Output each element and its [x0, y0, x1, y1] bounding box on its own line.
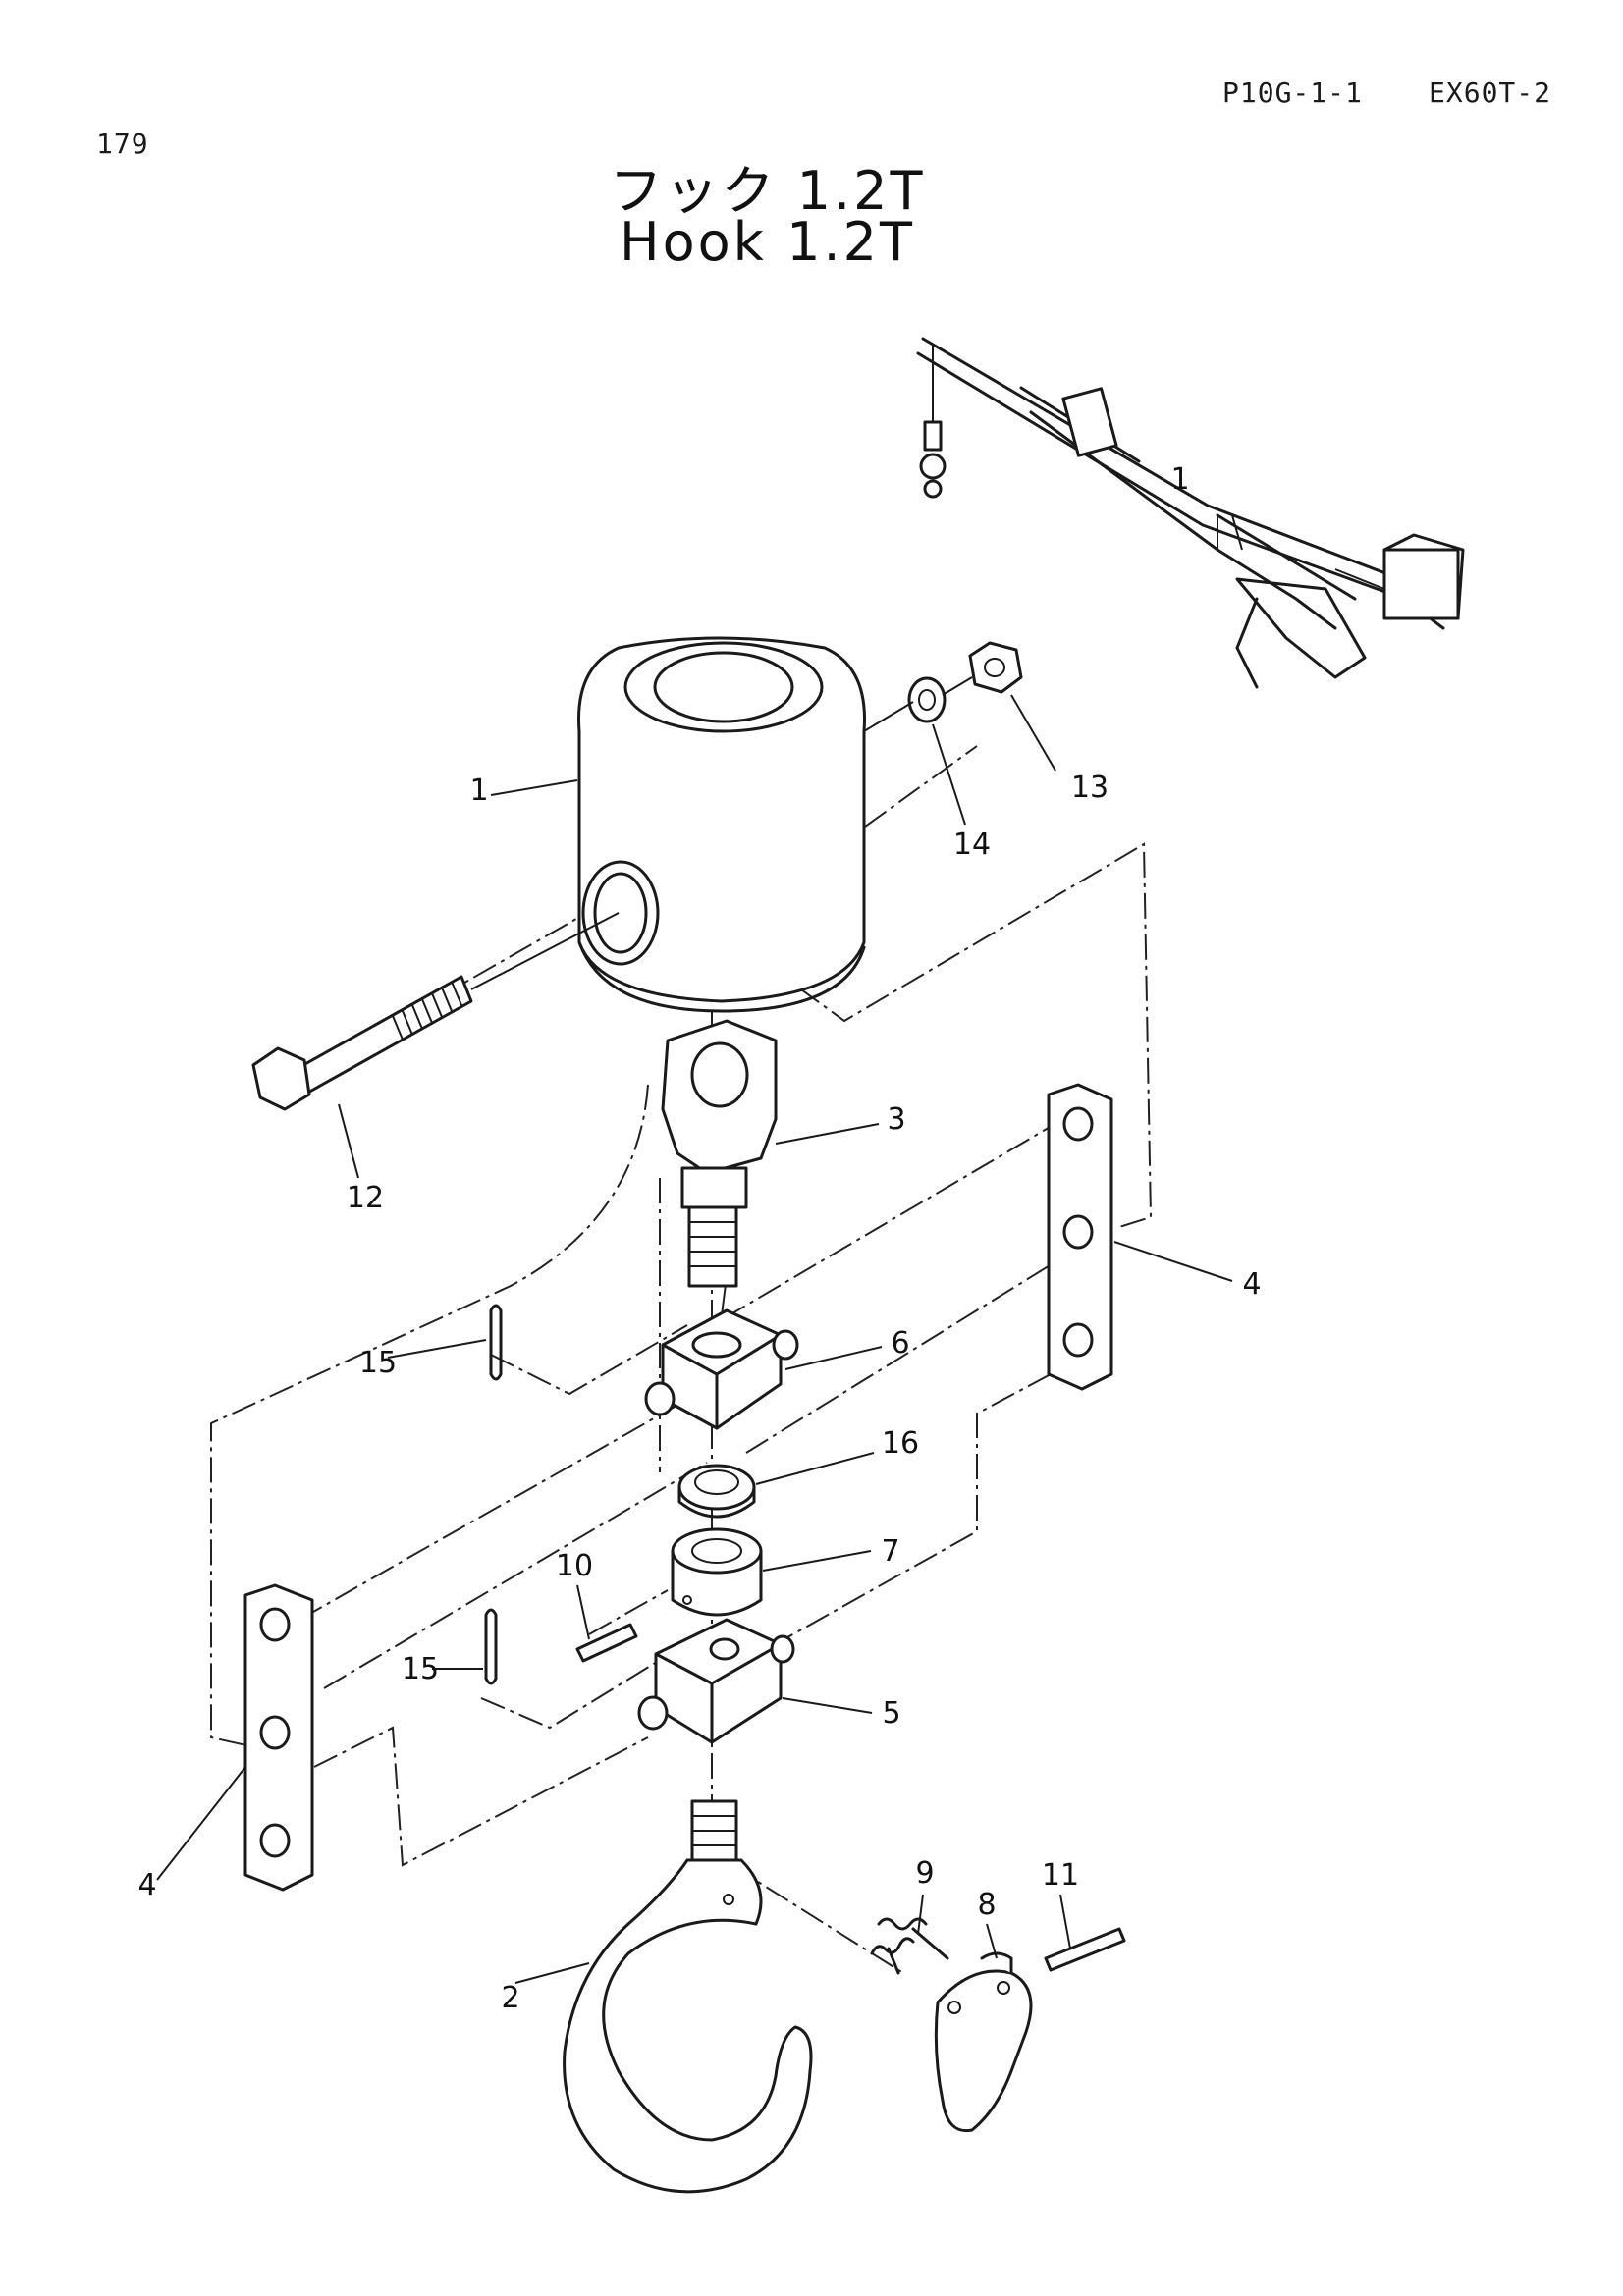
nut-part-13	[968, 641, 1023, 694]
callout-7: 7	[881, 1534, 899, 1569]
latch-part-8	[934, 1951, 1033, 2133]
callout-14: 14	[953, 828, 991, 862]
callout-9: 9	[915, 1856, 934, 1891]
thrust-bearing-part-16	[677, 1464, 756, 1519]
callout-leaders	[156, 694, 1233, 1984]
callout-labels: 1 2 3 4 4 5 6 7 8 9 10 11 12 13 14 15 15…	[137, 771, 1261, 2015]
reference-code: P10G-1-1	[1222, 77, 1363, 109]
callout-11: 11	[1042, 1858, 1079, 1893]
callout-13: 13	[1071, 771, 1109, 805]
hook-nut-part-7	[671, 1527, 763, 1617]
callout-16: 16	[882, 1426, 919, 1461]
spring-part-9	[870, 1917, 949, 1975]
boom-location-inset: 1	[916, 337, 1465, 689]
split-pin-part-15-lower	[484, 1608, 498, 1685]
callout-4-right: 4	[1242, 1267, 1261, 1302]
model-code: EX60T-2	[1429, 77, 1552, 109]
title-english: Hook 1.2T	[620, 211, 915, 273]
callout-15-upper: 15	[359, 1346, 397, 1380]
title-japanese: フック 1.2T	[609, 160, 926, 222]
pin-part-11	[1044, 1927, 1126, 1972]
trunnion-block-part-6	[644, 1308, 799, 1430]
callout-12: 12	[347, 1181, 384, 1215]
hook-block-part-1	[577, 636, 866, 1013]
side-plate-part-4-right	[1047, 1083, 1113, 1391]
side-plate-part-4-left	[243, 1583, 314, 1892]
swivel-eye-part-3	[661, 1019, 778, 1288]
washer-part-14	[863, 676, 973, 732]
inset-callout-1: 1	[1170, 462, 1189, 497]
callout-8: 8	[977, 1888, 996, 1922]
callout-2: 2	[501, 1981, 519, 2015]
hook-part-2	[563, 1799, 813, 2194]
callout-6: 6	[891, 1326, 909, 1361]
bolt-part-12	[251, 912, 620, 1111]
page-number: 179	[96, 128, 149, 160]
trunnion-block-part-5	[637, 1618, 795, 1744]
callout-10: 10	[556, 1549, 593, 1583]
callout-15-lower: 15	[402, 1652, 439, 1686]
callout-3: 3	[887, 1102, 905, 1137]
callout-1: 1	[469, 774, 488, 808]
split-pin-part-15-upper	[489, 1304, 503, 1381]
pin-part-10	[575, 1623, 638, 1663]
callout-4-left: 4	[137, 1868, 156, 1902]
callout-5: 5	[882, 1696, 900, 1731]
